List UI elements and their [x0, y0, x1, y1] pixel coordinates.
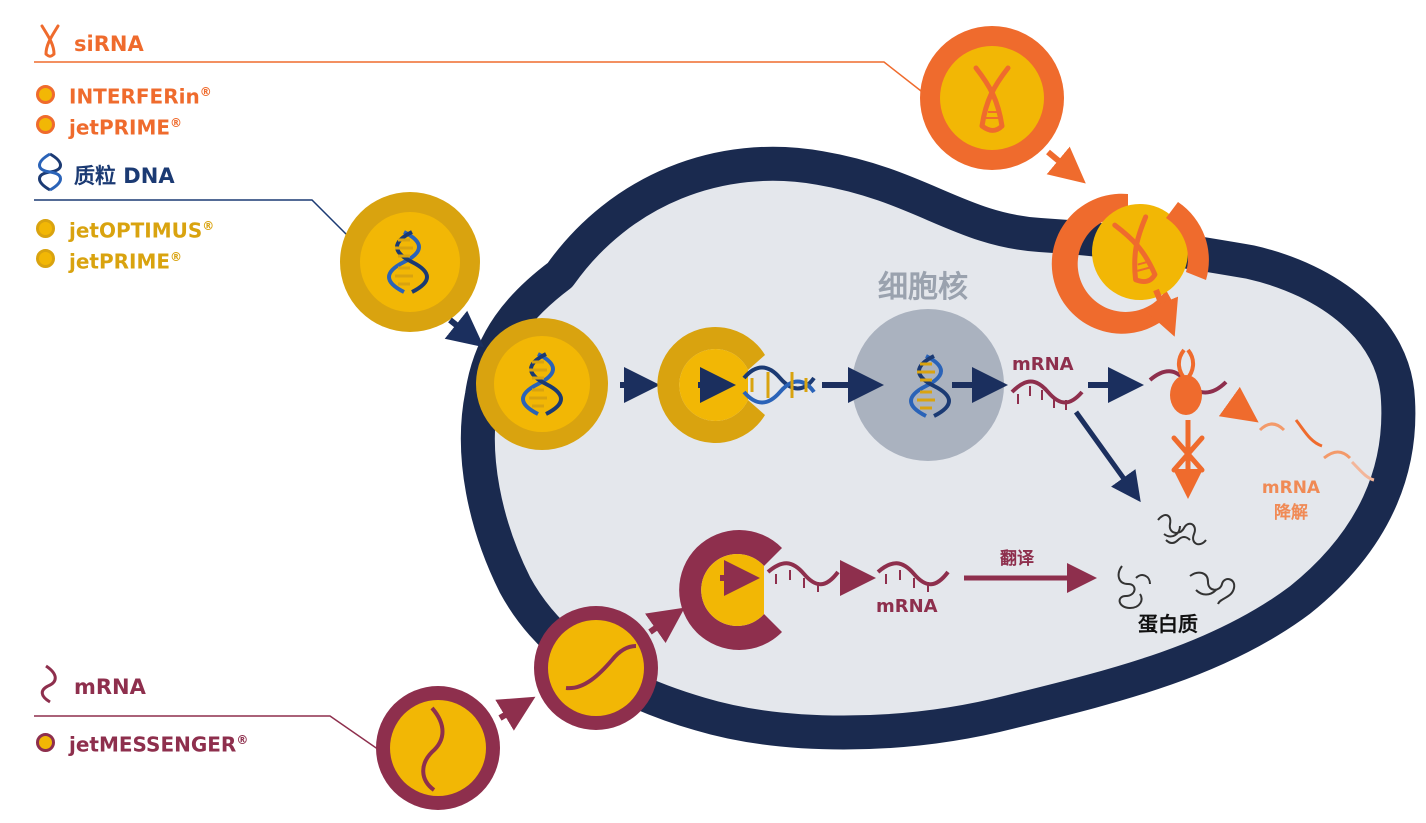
- reagent-name: jetPRIME: [69, 249, 171, 274]
- arrow-sirna-release: [1144, 288, 1179, 337]
- legend-mrna: mRNA jetMESSENGER®: [36, 664, 248, 758]
- mrna-label-top: mRNA: [1012, 354, 1074, 375]
- legend-connector-sirna: [34, 61, 931, 99]
- mrna-icon: [36, 664, 64, 709]
- mrna-label-bottom: mRNA: [876, 596, 938, 617]
- free-mrna-strand: [766, 561, 840, 592]
- reagent-name: jetPRIME: [69, 115, 171, 140]
- sirna-icon: [36, 24, 64, 63]
- translation-label: 翻译: [1000, 549, 1034, 569]
- arrow-mrna-to-protein: [1073, 410, 1141, 503]
- legend-dna-title: 质粒 DNA: [74, 163, 175, 188]
- dna-icon: [36, 152, 64, 197]
- legend-mrna-title: mRNA: [74, 674, 146, 699]
- sirna-complex-membrane: [1051, 193, 1209, 334]
- arrow-mrna-entry-2: [644, 607, 685, 644]
- mrna-strand-top: [1010, 379, 1084, 410]
- arrow-dna-entry: [444, 310, 485, 348]
- registered-mark: ®: [170, 249, 183, 264]
- arrow-mrna-entry-1: [495, 696, 536, 731]
- dna-complex-outside: [340, 192, 480, 332]
- degradation-label: mRNA 降解: [1256, 478, 1326, 523]
- arrow-sirna-entry: [1046, 146, 1086, 184]
- degradation-label-line2: 降解: [1274, 503, 1308, 523]
- reagent-name: jetOPTIMUS: [69, 218, 203, 243]
- legend-dna-reagent: jetOPTIMUS®: [36, 213, 214, 244]
- protein-label: 蛋白质: [1138, 612, 1198, 636]
- reagent-dot: [36, 218, 55, 238]
- legend-sirna: siRNA INTERFERin® jetPRIME®: [36, 24, 212, 140]
- legend-sirna-reagent: jetPRIME®: [36, 110, 212, 141]
- legend-dna-reagent: jetPRIME®: [36, 244, 214, 275]
- registered-mark: ®: [236, 733, 249, 747]
- reagent-name: jetMESSENGER: [69, 732, 237, 757]
- reagent-dot: [36, 249, 55, 269]
- free-dna-helix: [742, 365, 816, 405]
- mrna-complex-outside: [376, 686, 500, 810]
- reagent-dot: [36, 115, 55, 135]
- degraded-mrna-fragments: [1258, 419, 1375, 482]
- reagent-name: INTERFERin: [69, 84, 200, 109]
- risc-cleavage: [1148, 348, 1228, 415]
- dna-complex-membrane: [476, 318, 608, 450]
- registered-mark: ®: [199, 85, 212, 99]
- legend-sirna-title: siRNA: [74, 31, 144, 56]
- legend-dna: 质粒 DNA jetOPTIMUS® jetPRIME®: [36, 152, 214, 274]
- nucleus-label: 细胞核: [878, 270, 968, 305]
- sirna-complex-outside: [920, 26, 1064, 170]
- mrna-complex-membrane: [534, 606, 658, 730]
- arrow-degradation: [1218, 386, 1259, 423]
- block-x: [1171, 435, 1205, 473]
- protein-icons: [1117, 514, 1236, 610]
- mrna-strand-bottom: [876, 561, 950, 592]
- legend-mrna-reagent: jetMESSENGER®: [36, 727, 248, 758]
- legend-connector-dna: [34, 199, 353, 241]
- registered-mark: ®: [202, 219, 215, 233]
- registered-mark: ®: [170, 115, 183, 130]
- legend-connector-mrna: [34, 715, 383, 753]
- degradation-label-line1: mRNA: [1261, 478, 1321, 498]
- reagent-dot: [36, 732, 55, 752]
- legend-sirna-reagent: INTERFERin®: [36, 79, 212, 110]
- reagent-dot: [36, 84, 55, 104]
